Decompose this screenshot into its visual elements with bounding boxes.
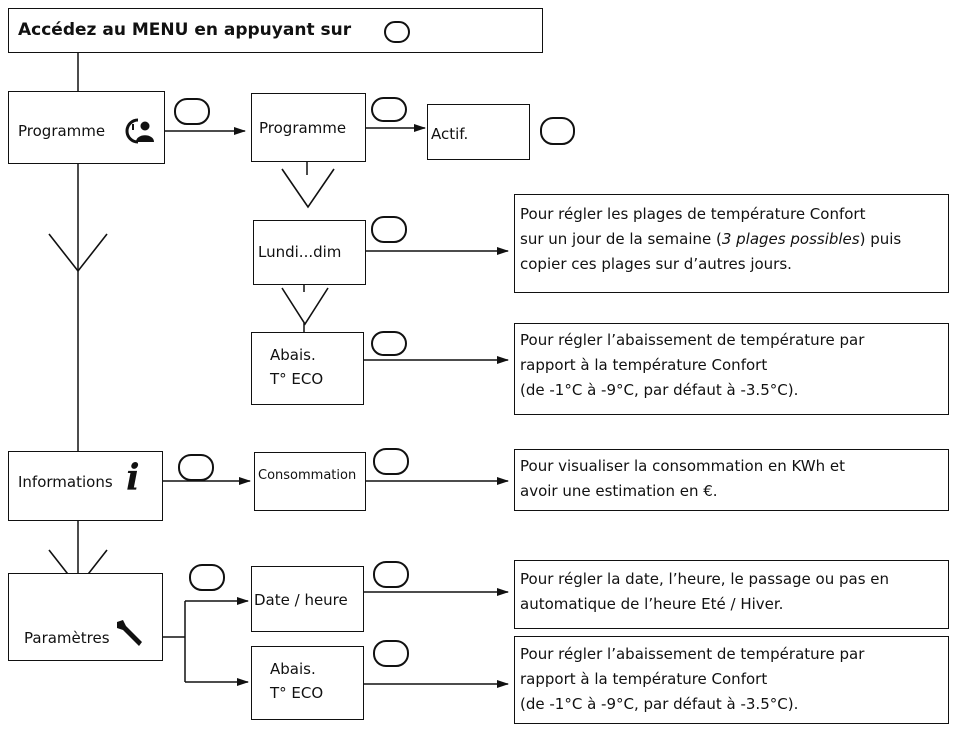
description-consommation-text: Pour visualiser la consommation en KWh e… <box>520 457 845 500</box>
rounded-button-icon <box>178 454 214 481</box>
submenu-abais-eco-2-box[interactable] <box>251 646 364 720</box>
submenu-lundi-dim-box[interactable] <box>253 220 366 285</box>
description-eco-text: Pour régler l’abaissement de température… <box>520 331 865 399</box>
menu-informations-label: Informations <box>18 473 113 491</box>
description-lundi-line2: sur un jour de la semaine (3 plages poss… <box>520 230 902 248</box>
wrench-icon <box>117 620 142 646</box>
menu-informations-box[interactable] <box>8 451 163 521</box>
submenu-abais2-line2: T° ECO <box>270 684 324 702</box>
menu-parametres-box[interactable] <box>8 573 163 661</box>
chevron-down-icon <box>281 287 329 326</box>
rounded-button-icon <box>371 97 407 122</box>
clock-person-icon <box>125 118 154 144</box>
description-eco-box <box>514 323 949 415</box>
rounded-button-icon <box>373 640 409 667</box>
rounded-button-icon <box>373 448 409 475</box>
description-date-text: Pour régler la date, l’heure, le passage… <box>520 570 890 613</box>
submenu-consommation-box[interactable] <box>254 452 366 511</box>
description-eco-2-text: Pour régler l’abaissement de température… <box>520 645 865 713</box>
actif-box[interactable] <box>427 104 530 160</box>
submenu-lundi-dim-label: Lundi...dim <box>258 243 342 261</box>
rounded-button-icon <box>384 21 410 43</box>
menu-programme-label: Programme <box>18 122 106 140</box>
rounded-button-icon <box>371 216 407 243</box>
chevron-down-icon <box>48 233 108 273</box>
menu-parametres-label: Paramètres <box>24 629 110 647</box>
chevron-down-icon <box>281 168 335 209</box>
submenu-abais-eco-box[interactable] <box>251 332 364 405</box>
submenu-programme-label: Programme <box>259 119 347 137</box>
menu-header-text: Accédez au MENU en appuyant sur <box>18 20 352 40</box>
description-date-box <box>514 560 949 629</box>
description-consommation-box <box>514 449 949 511</box>
submenu-abais-line2: T° ECO <box>270 370 324 388</box>
submenu-date-heure-label: Date / heure <box>254 591 348 609</box>
description-lundi-text: Pour régler les plages de température Co… <box>520 202 901 277</box>
submenu-programme-box[interactable] <box>251 93 366 162</box>
info-icon: i <box>126 457 140 499</box>
description-lundi-line1: Pour régler les plages de température Co… <box>520 205 866 223</box>
description-eco-2-box <box>514 636 949 724</box>
rounded-button-icon <box>540 117 575 145</box>
submenu-abais2-line1: Abais. <box>270 660 316 678</box>
submenu-consommation-label: Consommation <box>258 468 357 483</box>
menu-header-box <box>8 8 543 53</box>
rounded-button-icon <box>373 561 409 588</box>
actif-label: Actif. <box>431 125 469 143</box>
submenu-abais-line1: Abais. <box>270 346 316 364</box>
description-lundi-box <box>514 194 949 293</box>
menu-programme-box[interactable] <box>8 91 165 164</box>
submenu-date-heure-box[interactable] <box>251 566 364 632</box>
rounded-button-icon <box>174 98 210 125</box>
rounded-button-icon <box>371 331 407 356</box>
description-lundi-line3: copier ces plages sur d’autres jours. <box>520 255 792 273</box>
rounded-button-icon <box>189 564 225 591</box>
